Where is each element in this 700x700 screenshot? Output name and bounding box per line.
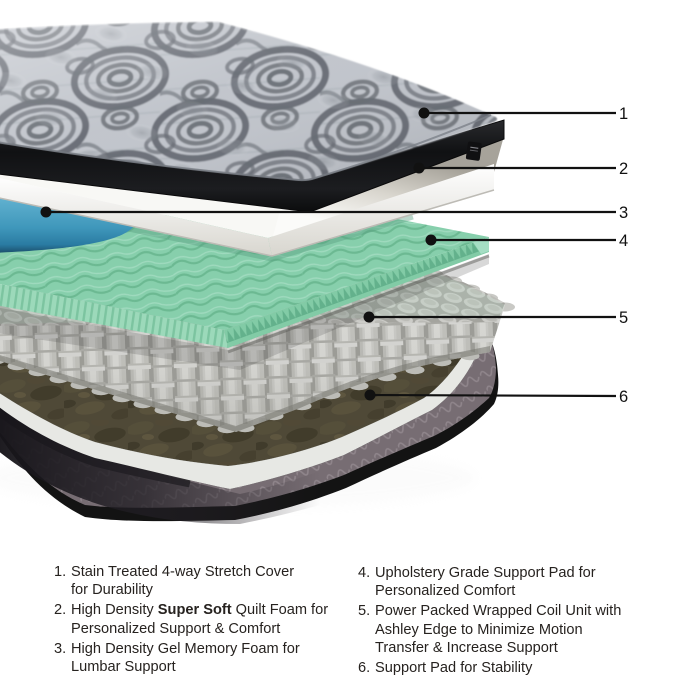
svg-text:1: 1 [619, 105, 628, 123]
svg-text:2: 2 [619, 160, 628, 178]
svg-text:3: 3 [619, 204, 628, 222]
svg-text:6: 6 [619, 388, 628, 406]
svg-text:5: 5 [619, 309, 628, 327]
svg-text:4: 4 [619, 232, 628, 250]
